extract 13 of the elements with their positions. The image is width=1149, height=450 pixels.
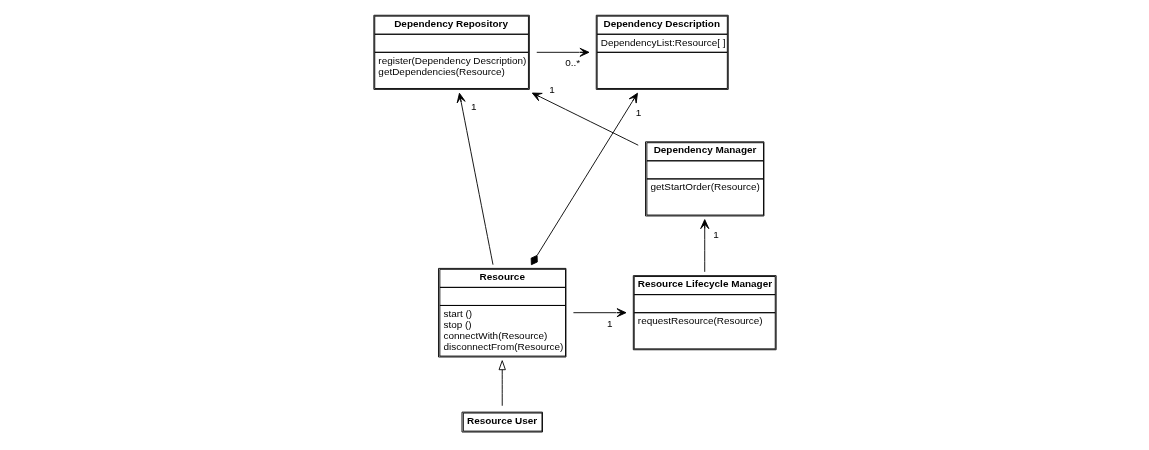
edge-label: 1 <box>470 100 477 112</box>
edge-label: 0..* <box>564 57 580 69</box>
arrow <box>572 308 626 318</box>
edge-label: 1 <box>635 106 641 118</box>
edge-label: 1 <box>606 317 612 329</box>
arrow <box>498 360 506 407</box>
arrow <box>535 47 589 57</box>
edge-label: 1 <box>548 83 555 95</box>
arrow <box>530 92 638 266</box>
arrow <box>531 92 639 146</box>
arrow <box>456 92 493 266</box>
arrow <box>699 219 709 273</box>
edge-label: 1 <box>712 229 719 241</box>
